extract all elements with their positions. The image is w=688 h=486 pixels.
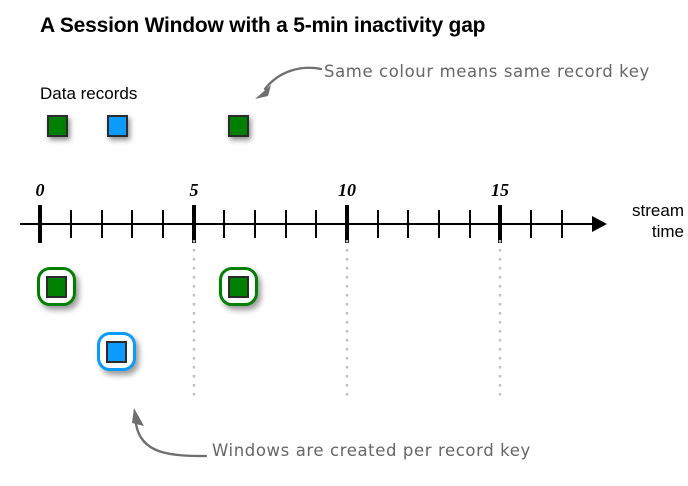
- data-record-blue-1: [107, 115, 128, 137]
- annotation-windows-arrow: [132, 408, 208, 458]
- stream-time-axis-label: stream time: [612, 200, 684, 242]
- session-window-blue-1: [97, 332, 136, 371]
- annotation-windows-text: Windows are created per record key: [212, 441, 531, 460]
- tick-label-15: 15: [491, 180, 509, 200]
- window-record-square: [46, 275, 67, 298]
- session-window-green-1: [37, 267, 76, 306]
- data-record-green-1: [47, 115, 68, 137]
- session-window-green-2: [219, 267, 258, 306]
- page-title: A Session Window with a 5-min inactivity…: [40, 14, 486, 37]
- window-record-square: [228, 275, 249, 298]
- stream-time-line2: time: [651, 222, 684, 241]
- tick-label-10: 10: [338, 180, 356, 200]
- timeline-axis: [20, 205, 607, 243]
- gap-guide-lines: [192, 240, 502, 399]
- window-record-square: [106, 340, 127, 363]
- tick-label-0: 0: [35, 180, 45, 200]
- stream-time-line1: stream: [632, 201, 684, 220]
- data-records-label: Data records: [40, 84, 138, 103]
- annotation-colour-arrow: [255, 66, 323, 99]
- data-record-green-2: [228, 115, 249, 137]
- annotation-colour-text: Same colour means same record key: [324, 62, 650, 81]
- tick-label-5: 5: [189, 180, 199, 200]
